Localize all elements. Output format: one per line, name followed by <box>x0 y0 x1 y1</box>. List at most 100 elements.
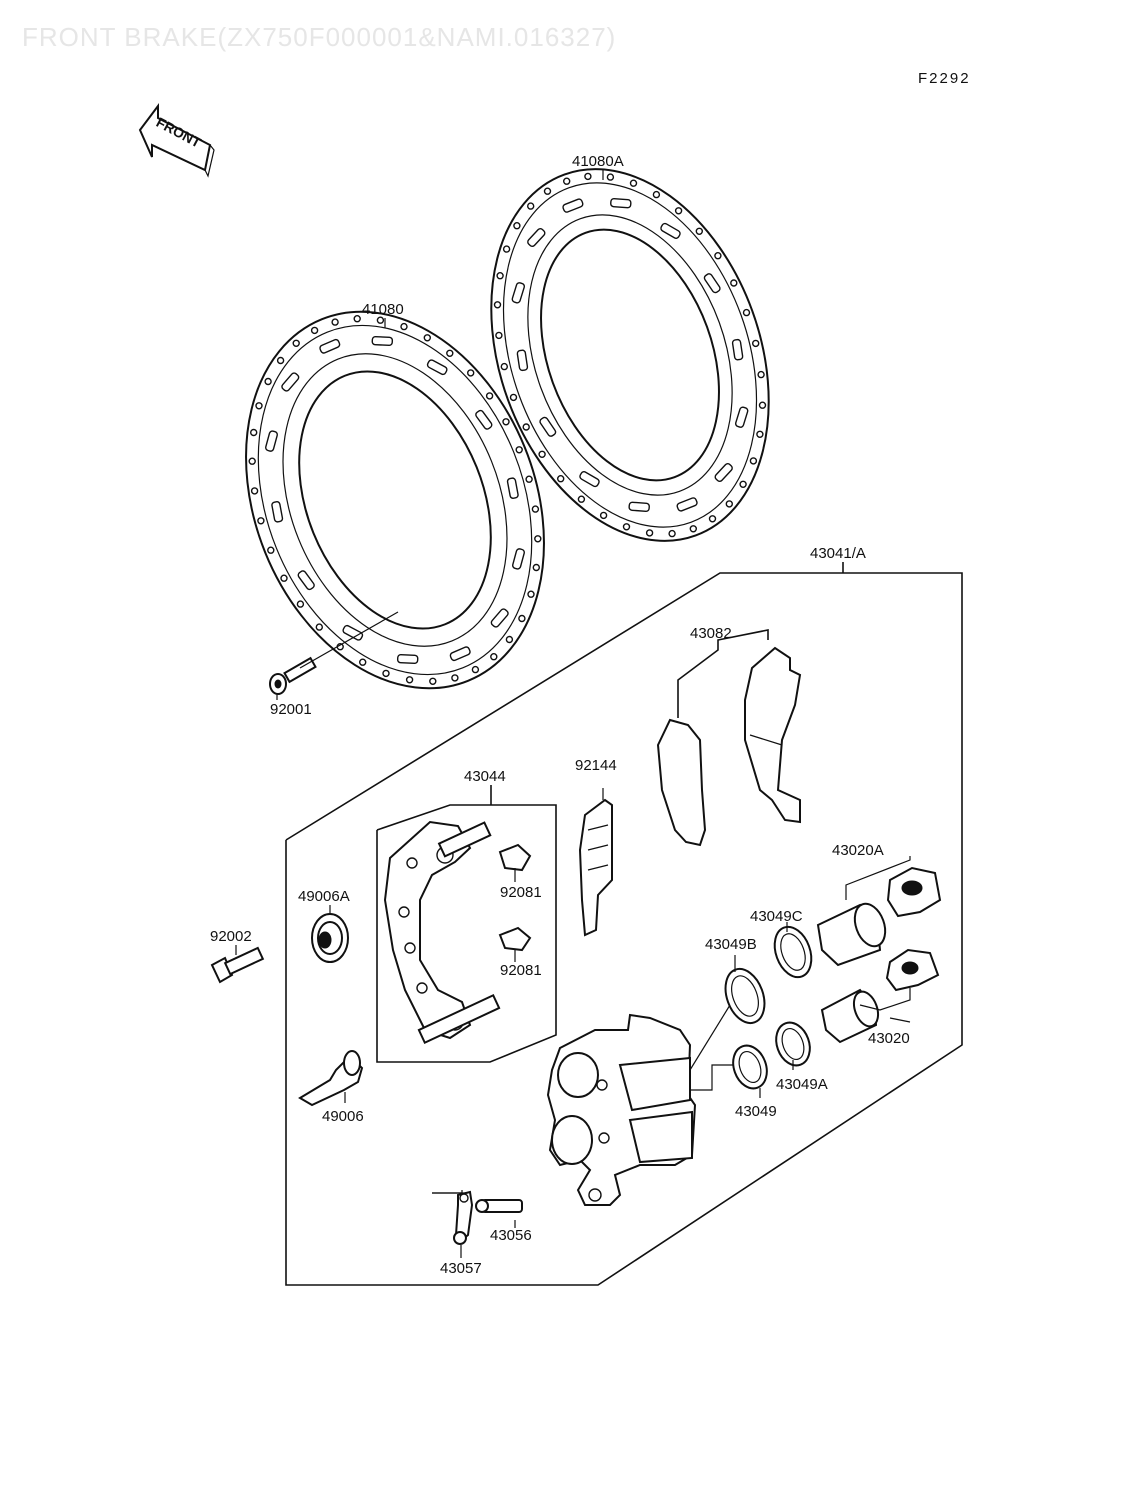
drill-hole <box>563 177 571 185</box>
retainer-clip-92081-upper <box>498 843 532 882</box>
drill-hole <box>584 172 592 181</box>
brake-disc-41080 <box>245 310 545 690</box>
retainer-clip-92081-lower <box>498 926 532 962</box>
part-labels: 41080A 41080 92001 43041/A 43082 43044 9… <box>210 153 910 1277</box>
drill-hole <box>249 428 258 437</box>
drill-hole <box>534 535 542 543</box>
drill-hole <box>695 227 703 236</box>
drill-hole <box>485 392 494 400</box>
piston-seal-43049b <box>724 967 766 1025</box>
vent-slot <box>297 570 315 591</box>
label-92001: 92001 <box>270 701 312 718</box>
vent-slot <box>512 548 525 570</box>
drill-hole <box>714 251 722 260</box>
drill-hole <box>255 402 263 410</box>
drill-hole <box>527 202 535 210</box>
dust-seal-43049a <box>775 1021 811 1067</box>
drill-hole <box>296 600 305 608</box>
drill-hole <box>509 393 518 402</box>
drill-hole <box>758 401 767 409</box>
vent-slot <box>342 624 364 641</box>
vent-slot <box>516 349 529 372</box>
boot-49006a <box>311 905 349 963</box>
vent-slot <box>371 336 394 346</box>
label-92002: 92002 <box>210 928 252 945</box>
dust-seal-43049 <box>732 1044 768 1090</box>
drill-hole <box>310 326 319 335</box>
drill-hole <box>471 665 480 674</box>
caliper-bracket <box>383 820 501 1045</box>
vent-slot <box>281 372 300 392</box>
drill-hole <box>257 517 265 525</box>
drill-hole <box>405 676 414 684</box>
figure-code: F2292 <box>918 70 971 87</box>
vent-slot <box>265 430 278 452</box>
drill-hole <box>400 322 408 331</box>
drill-hole <box>730 279 738 287</box>
caliper-body <box>546 1004 745 1206</box>
pin-49006 <box>298 1050 364 1107</box>
drill-hole <box>500 362 508 371</box>
drill-hole <box>315 623 323 631</box>
drill-hole <box>531 505 540 513</box>
vent-slot <box>527 227 546 248</box>
label-43049c: 43049C <box>750 908 803 925</box>
drill-hole <box>525 475 533 483</box>
drill-hole <box>527 590 535 598</box>
drill-hole <box>382 669 390 678</box>
label-43049b: 43049B <box>705 936 757 953</box>
label-43044: 43044 <box>464 768 506 785</box>
drill-hole <box>359 658 367 666</box>
drill-hole <box>538 450 546 458</box>
drill-hole <box>376 316 385 324</box>
drill-hole <box>276 356 285 365</box>
vent-slot <box>506 477 519 499</box>
drill-hole <box>515 446 523 454</box>
leader-lines <box>276 170 911 1258</box>
drill-hole <box>493 301 502 309</box>
disc-bolt-92001 <box>269 611 399 695</box>
vent-slot <box>511 282 526 304</box>
vent-slot <box>449 646 471 662</box>
vent-slot <box>628 501 650 513</box>
vent-slot <box>475 409 493 430</box>
label-43049a: 43049A <box>776 1076 828 1093</box>
label-43020: 43020 <box>868 1030 910 1047</box>
drill-hole <box>518 614 526 623</box>
brake-pads-43082 <box>656 629 802 847</box>
vent-slot <box>676 497 698 512</box>
label-49006a: 49006A <box>298 888 350 905</box>
diagram-title: FRONT BRAKE(ZX750F000001&NAMI.016327) <box>22 22 617 52</box>
piston-43020a <box>816 856 942 967</box>
label-43049: 43049 <box>735 1103 777 1120</box>
caliper-assembly-frame <box>285 572 963 1286</box>
vent-slot <box>731 338 744 361</box>
label-41080: 41080 <box>362 301 404 318</box>
drill-hole <box>756 430 764 438</box>
drill-hole <box>264 377 272 386</box>
bleeder-cap-43057 <box>453 1190 474 1245</box>
vent-slot <box>660 222 681 239</box>
drill-hole <box>652 190 661 199</box>
drill-hole <box>446 349 454 357</box>
drill-hole <box>250 487 259 495</box>
drill-hole <box>292 339 300 347</box>
drill-hole <box>749 457 758 465</box>
drill-hole <box>267 546 275 554</box>
drill-hole <box>522 423 530 431</box>
drill-hole <box>557 475 565 483</box>
drill-hole <box>622 523 631 531</box>
vent-slot <box>734 406 749 428</box>
drill-hole <box>742 308 751 317</box>
vent-slot <box>562 198 584 213</box>
bolt-92002 <box>210 945 265 984</box>
drill-hole <box>502 418 510 426</box>
vent-slot <box>271 501 284 523</box>
drill-hole <box>757 370 765 379</box>
drill-hole <box>739 480 747 488</box>
drill-hole <box>429 677 437 685</box>
drill-hole <box>331 318 339 326</box>
label-43041a: 43041/A <box>810 545 866 562</box>
vent-slot <box>579 471 600 488</box>
